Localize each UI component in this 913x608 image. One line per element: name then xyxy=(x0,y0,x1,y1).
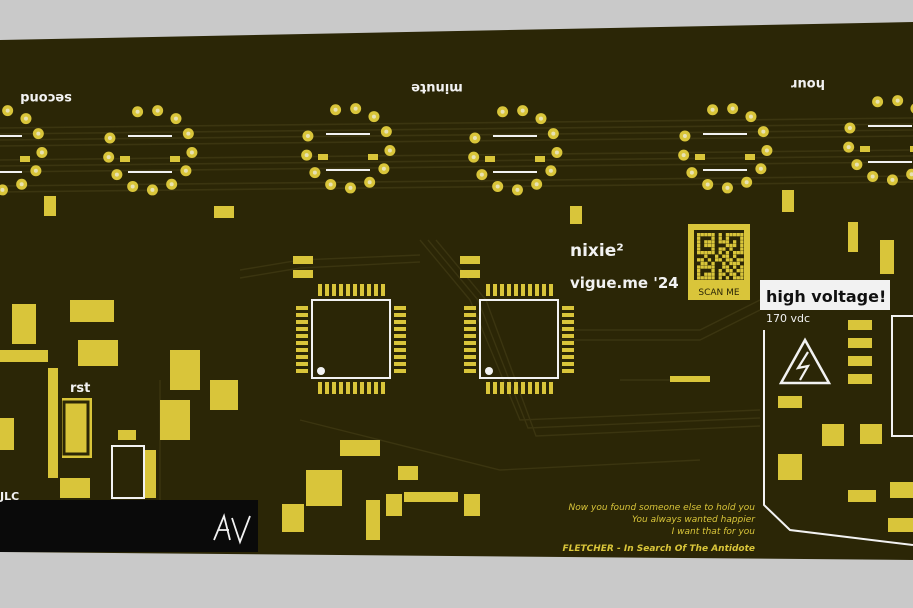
tube-footprint xyxy=(843,95,913,186)
label-minute: minute xyxy=(411,80,463,95)
board-title: nixie² xyxy=(570,241,624,261)
qr-code xyxy=(688,224,750,300)
signature-mark xyxy=(213,513,251,545)
rst-button-outline xyxy=(62,400,90,456)
hv-volts: 170 vdc xyxy=(766,312,810,325)
tube-footprint xyxy=(678,103,773,194)
qr-caption: SCAN ME xyxy=(698,288,740,298)
tube-footprint xyxy=(468,105,563,196)
tube-footprint xyxy=(301,103,396,194)
board-author: vigue.me '24 xyxy=(570,274,679,292)
signature-box xyxy=(0,500,258,552)
mcu-left xyxy=(296,284,406,394)
lyric-credit: FLETCHER - In Search Of The Antidote xyxy=(562,544,755,554)
label-second: second xyxy=(20,90,72,105)
lyric-line-2: You always wanted happier xyxy=(632,515,756,525)
left-ic-outline xyxy=(111,445,145,499)
label-hour: hour xyxy=(790,76,824,91)
lyric-line-1: Now you found someone else to hold you xyxy=(569,503,756,513)
tube-footprint xyxy=(103,105,198,196)
label-jlc: JLC xyxy=(0,490,19,503)
hv-title: high voltage! xyxy=(766,287,886,306)
tube-footprint xyxy=(0,105,48,196)
lyric-line-3: I want that for you xyxy=(672,527,756,537)
label-rst: rst xyxy=(70,381,90,396)
tube-footprints xyxy=(0,95,913,196)
misc-pads xyxy=(44,190,794,540)
hv-region xyxy=(760,222,913,546)
mcu-right xyxy=(464,284,574,394)
